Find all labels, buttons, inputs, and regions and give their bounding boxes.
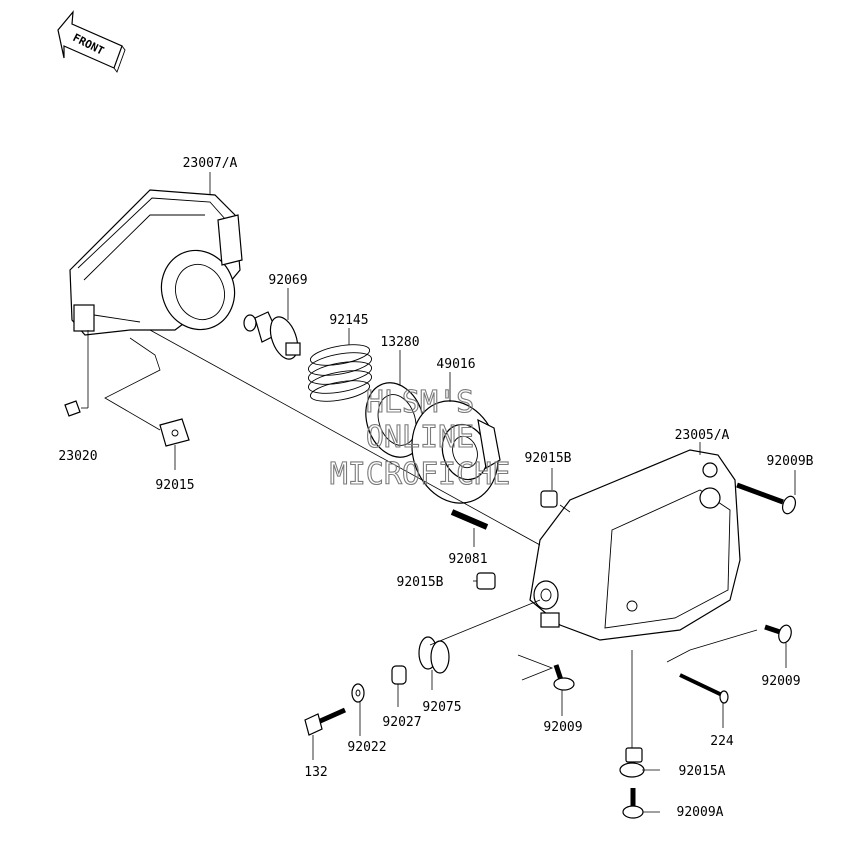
label-92009b[interactable]: 92009B bbox=[767, 454, 814, 469]
bolt-92009-right bbox=[764, 624, 792, 644]
nut-92015b-lower bbox=[476, 572, 496, 590]
watermark: HLSM'S ONLINE MICROFICHE bbox=[329, 384, 511, 492]
label-23005a[interactable]: 23005/A bbox=[675, 428, 730, 443]
part-labels: 23007/A 23020 92015 92069 92145 13280 49… bbox=[58, 156, 813, 820]
label-92015b-lower[interactable]: 92015B bbox=[397, 575, 444, 590]
washer bbox=[351, 683, 365, 703]
socket-cover bbox=[411, 400, 501, 504]
label-92022[interactable]: 92022 bbox=[347, 740, 386, 755]
bolt-132 bbox=[304, 707, 347, 736]
watermark-line-1: HLSM'S bbox=[366, 385, 474, 420]
collar bbox=[391, 665, 407, 685]
label-132[interactable]: 132 bbox=[304, 765, 327, 780]
label-92145[interactable]: 92145 bbox=[329, 313, 368, 328]
label-92015a[interactable]: 92015A bbox=[679, 764, 726, 779]
label-23020[interactable]: 23020 bbox=[58, 449, 97, 464]
front-direction-arrow: FRONT bbox=[57, 10, 126, 73]
bolt-92009b bbox=[736, 482, 797, 515]
bolt-92009-bottom bbox=[553, 664, 575, 691]
label-92009a[interactable]: 92009A bbox=[677, 805, 724, 820]
label-23007a[interactable]: 23007/A bbox=[183, 156, 238, 171]
bulb-holder bbox=[365, 382, 425, 458]
bulb bbox=[243, 311, 301, 360]
bolt-92009a bbox=[622, 788, 644, 819]
label-92015b-upper[interactable]: 92015B bbox=[525, 451, 572, 466]
stud bbox=[450, 509, 489, 530]
nut-92015a bbox=[619, 747, 645, 778]
label-92015[interactable]: 92015 bbox=[155, 478, 194, 493]
leader-lines bbox=[81, 172, 796, 813]
spring bbox=[307, 344, 373, 402]
label-92069[interactable]: 92069 bbox=[268, 273, 307, 288]
headlight-housing bbox=[69, 189, 243, 336]
label-13280[interactable]: 13280 bbox=[380, 335, 419, 350]
nut-92015b-upper bbox=[540, 490, 558, 508]
label-92081[interactable]: 92081 bbox=[448, 552, 487, 567]
label-92075[interactable]: 92075 bbox=[422, 700, 461, 715]
label-224[interactable]: 224 bbox=[710, 734, 734, 749]
label-49016[interactable]: 49016 bbox=[436, 357, 475, 372]
label-92009-bottom[interactable]: 92009 bbox=[543, 720, 582, 735]
label-92027[interactable]: 92027 bbox=[382, 715, 421, 730]
socket-clip bbox=[64, 400, 81, 417]
watermark-line-2: ONLINE bbox=[366, 420, 474, 455]
label-92009-right[interactable]: 92009 bbox=[761, 674, 800, 689]
grommet bbox=[418, 636, 450, 674]
clip-nut bbox=[159, 418, 190, 447]
screw-224 bbox=[679, 673, 729, 704]
watermark-line-3: MICROFICHE bbox=[330, 457, 511, 492]
cover-assembly bbox=[529, 449, 741, 641]
